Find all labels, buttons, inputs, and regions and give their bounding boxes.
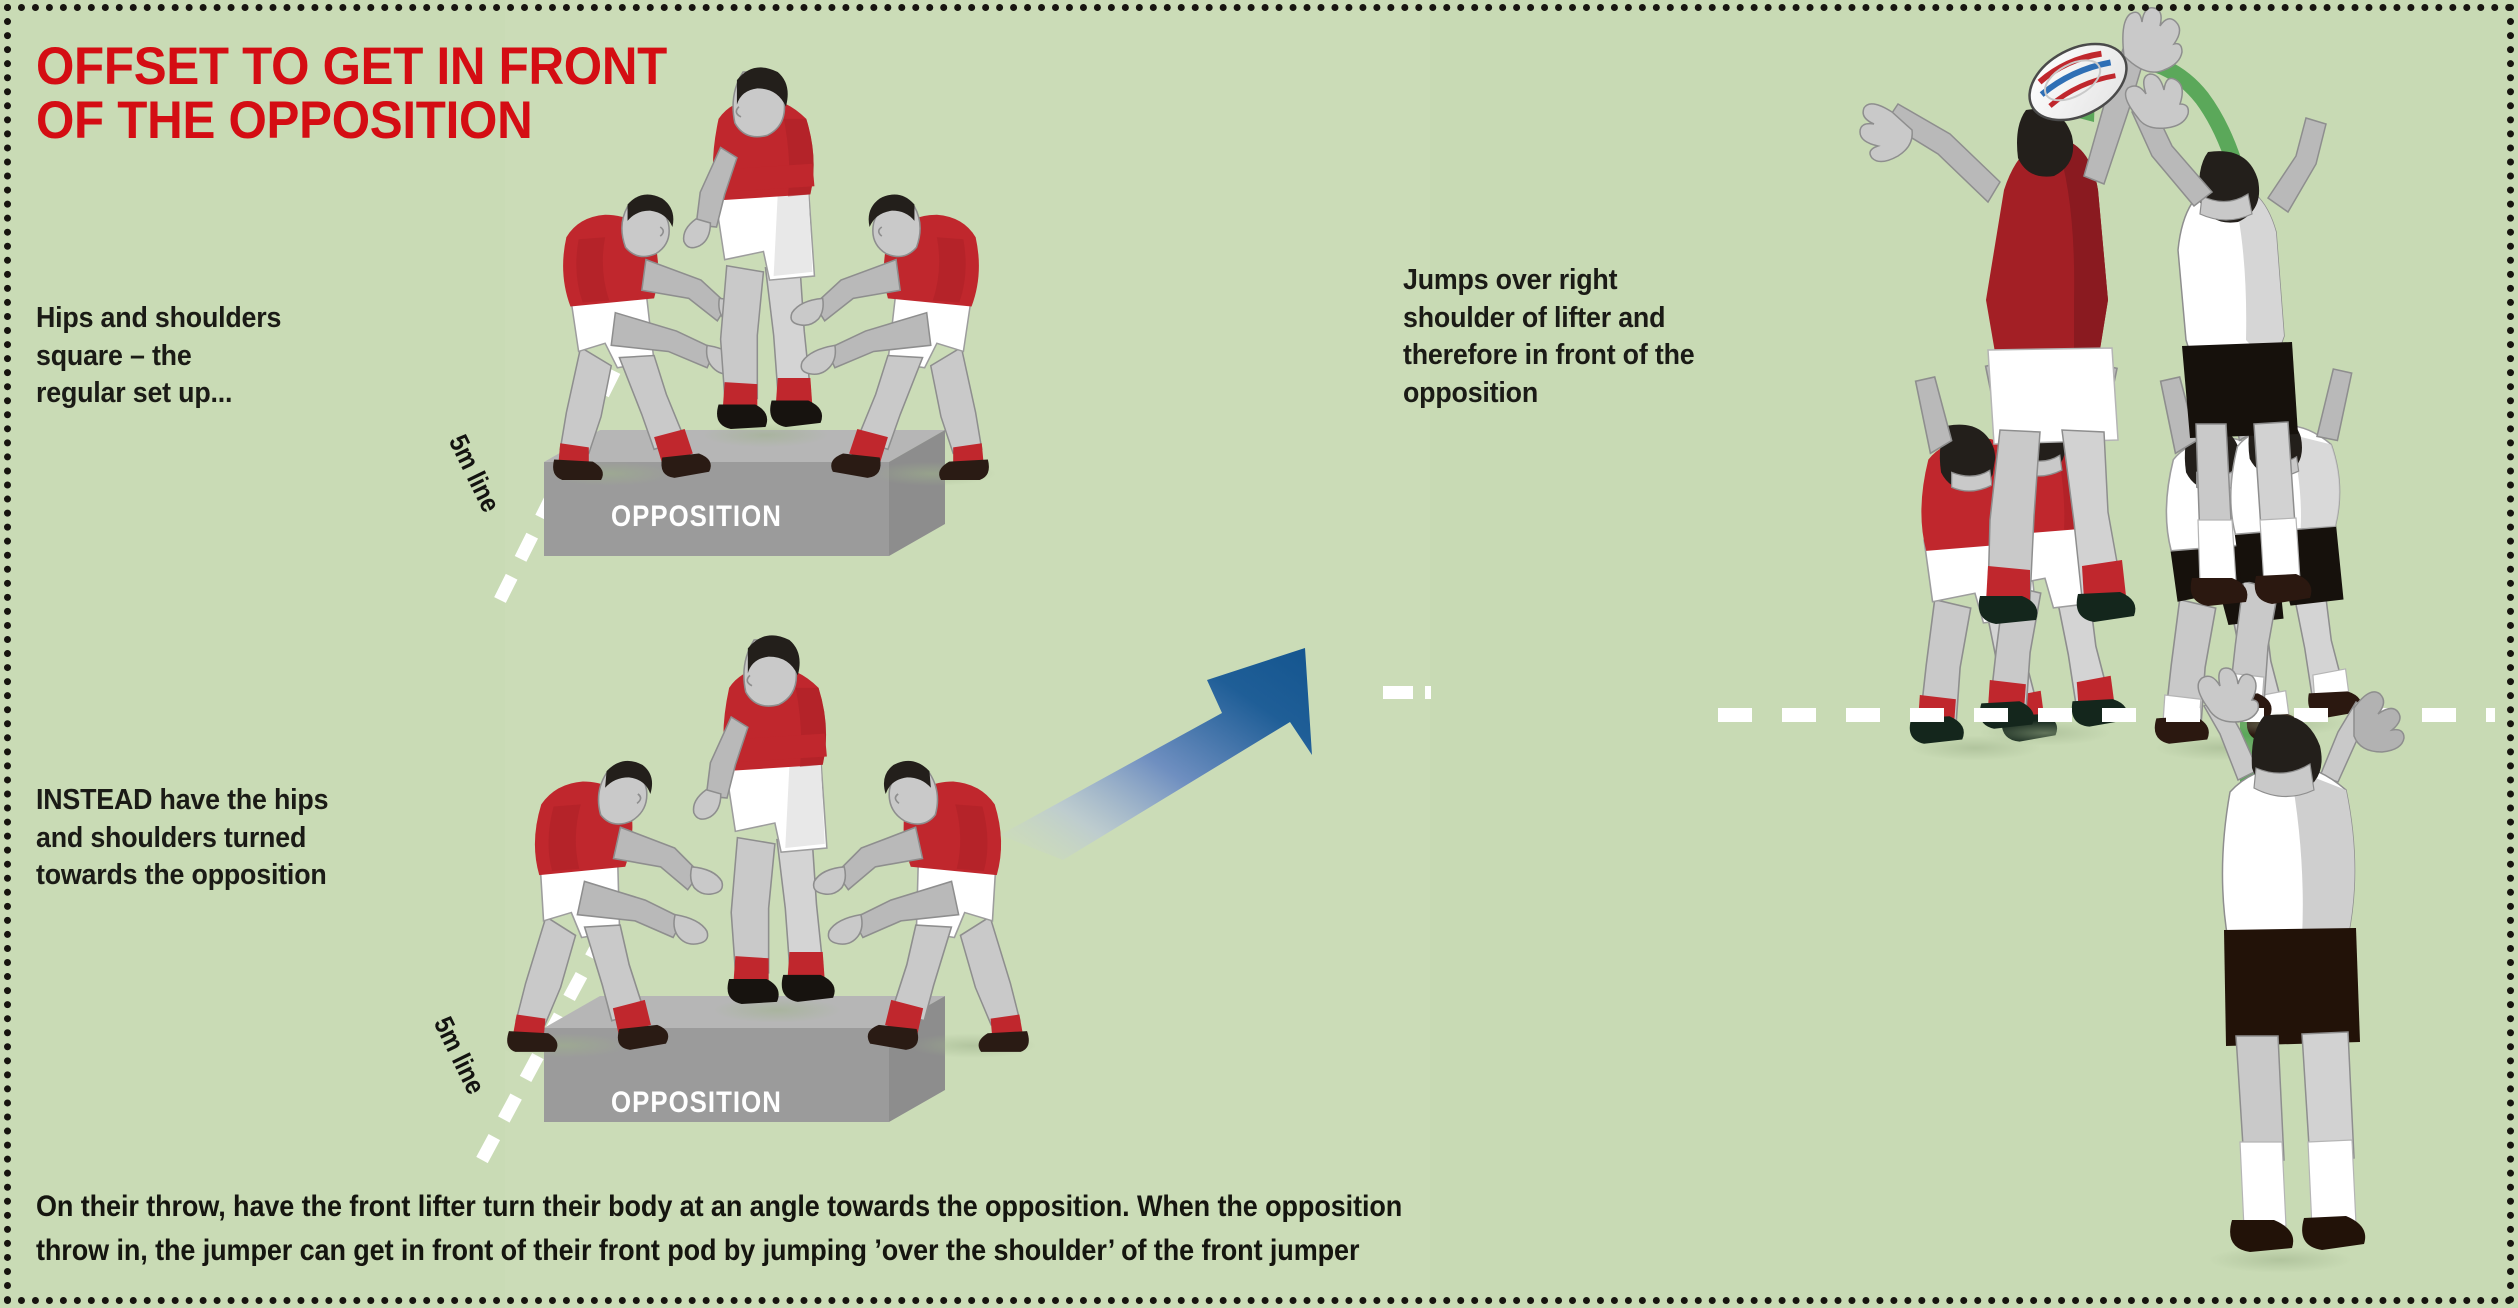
thrower — [2197, 667, 2405, 1273]
opposition-block-label-top: OPPOSITION — [611, 500, 782, 533]
footer-coaching-note: On their throw, have the front lifter tu… — [36, 1190, 1403, 1267]
white-jumper — [2124, 73, 2327, 606]
page-title: OFFSET TO GET IN FRONT OF THE OPPOSITION — [36, 37, 667, 151]
five-metre-line-fragment-2 — [1425, 686, 1431, 699]
five-metre-line-fragment — [1383, 686, 1413, 699]
opposition-block-label-bottom: OPPOSITION — [611, 1086, 782, 1119]
callout-regular-setup: Hips and shoulders square – the regular … — [36, 302, 282, 410]
rugby-ball — [2028, 42, 2128, 122]
opposition-block-top — [544, 430, 945, 556]
diagram-regular-setup — [494, 66, 996, 603]
callout-jump-over-shoulder: Jumps over right shoulder of lifter and … — [1403, 264, 1695, 409]
diagram-offset-setup — [476, 634, 1038, 1164]
callout-offset-setup: INSTEAD have the hips and shoulders turn… — [36, 784, 329, 892]
progression-arrow — [1000, 648, 1312, 860]
background-band-left — [0, 0, 505, 1308]
red-jumper — [1859, 7, 2183, 624]
diagram-contested-lineout — [1718, 7, 2495, 1273]
